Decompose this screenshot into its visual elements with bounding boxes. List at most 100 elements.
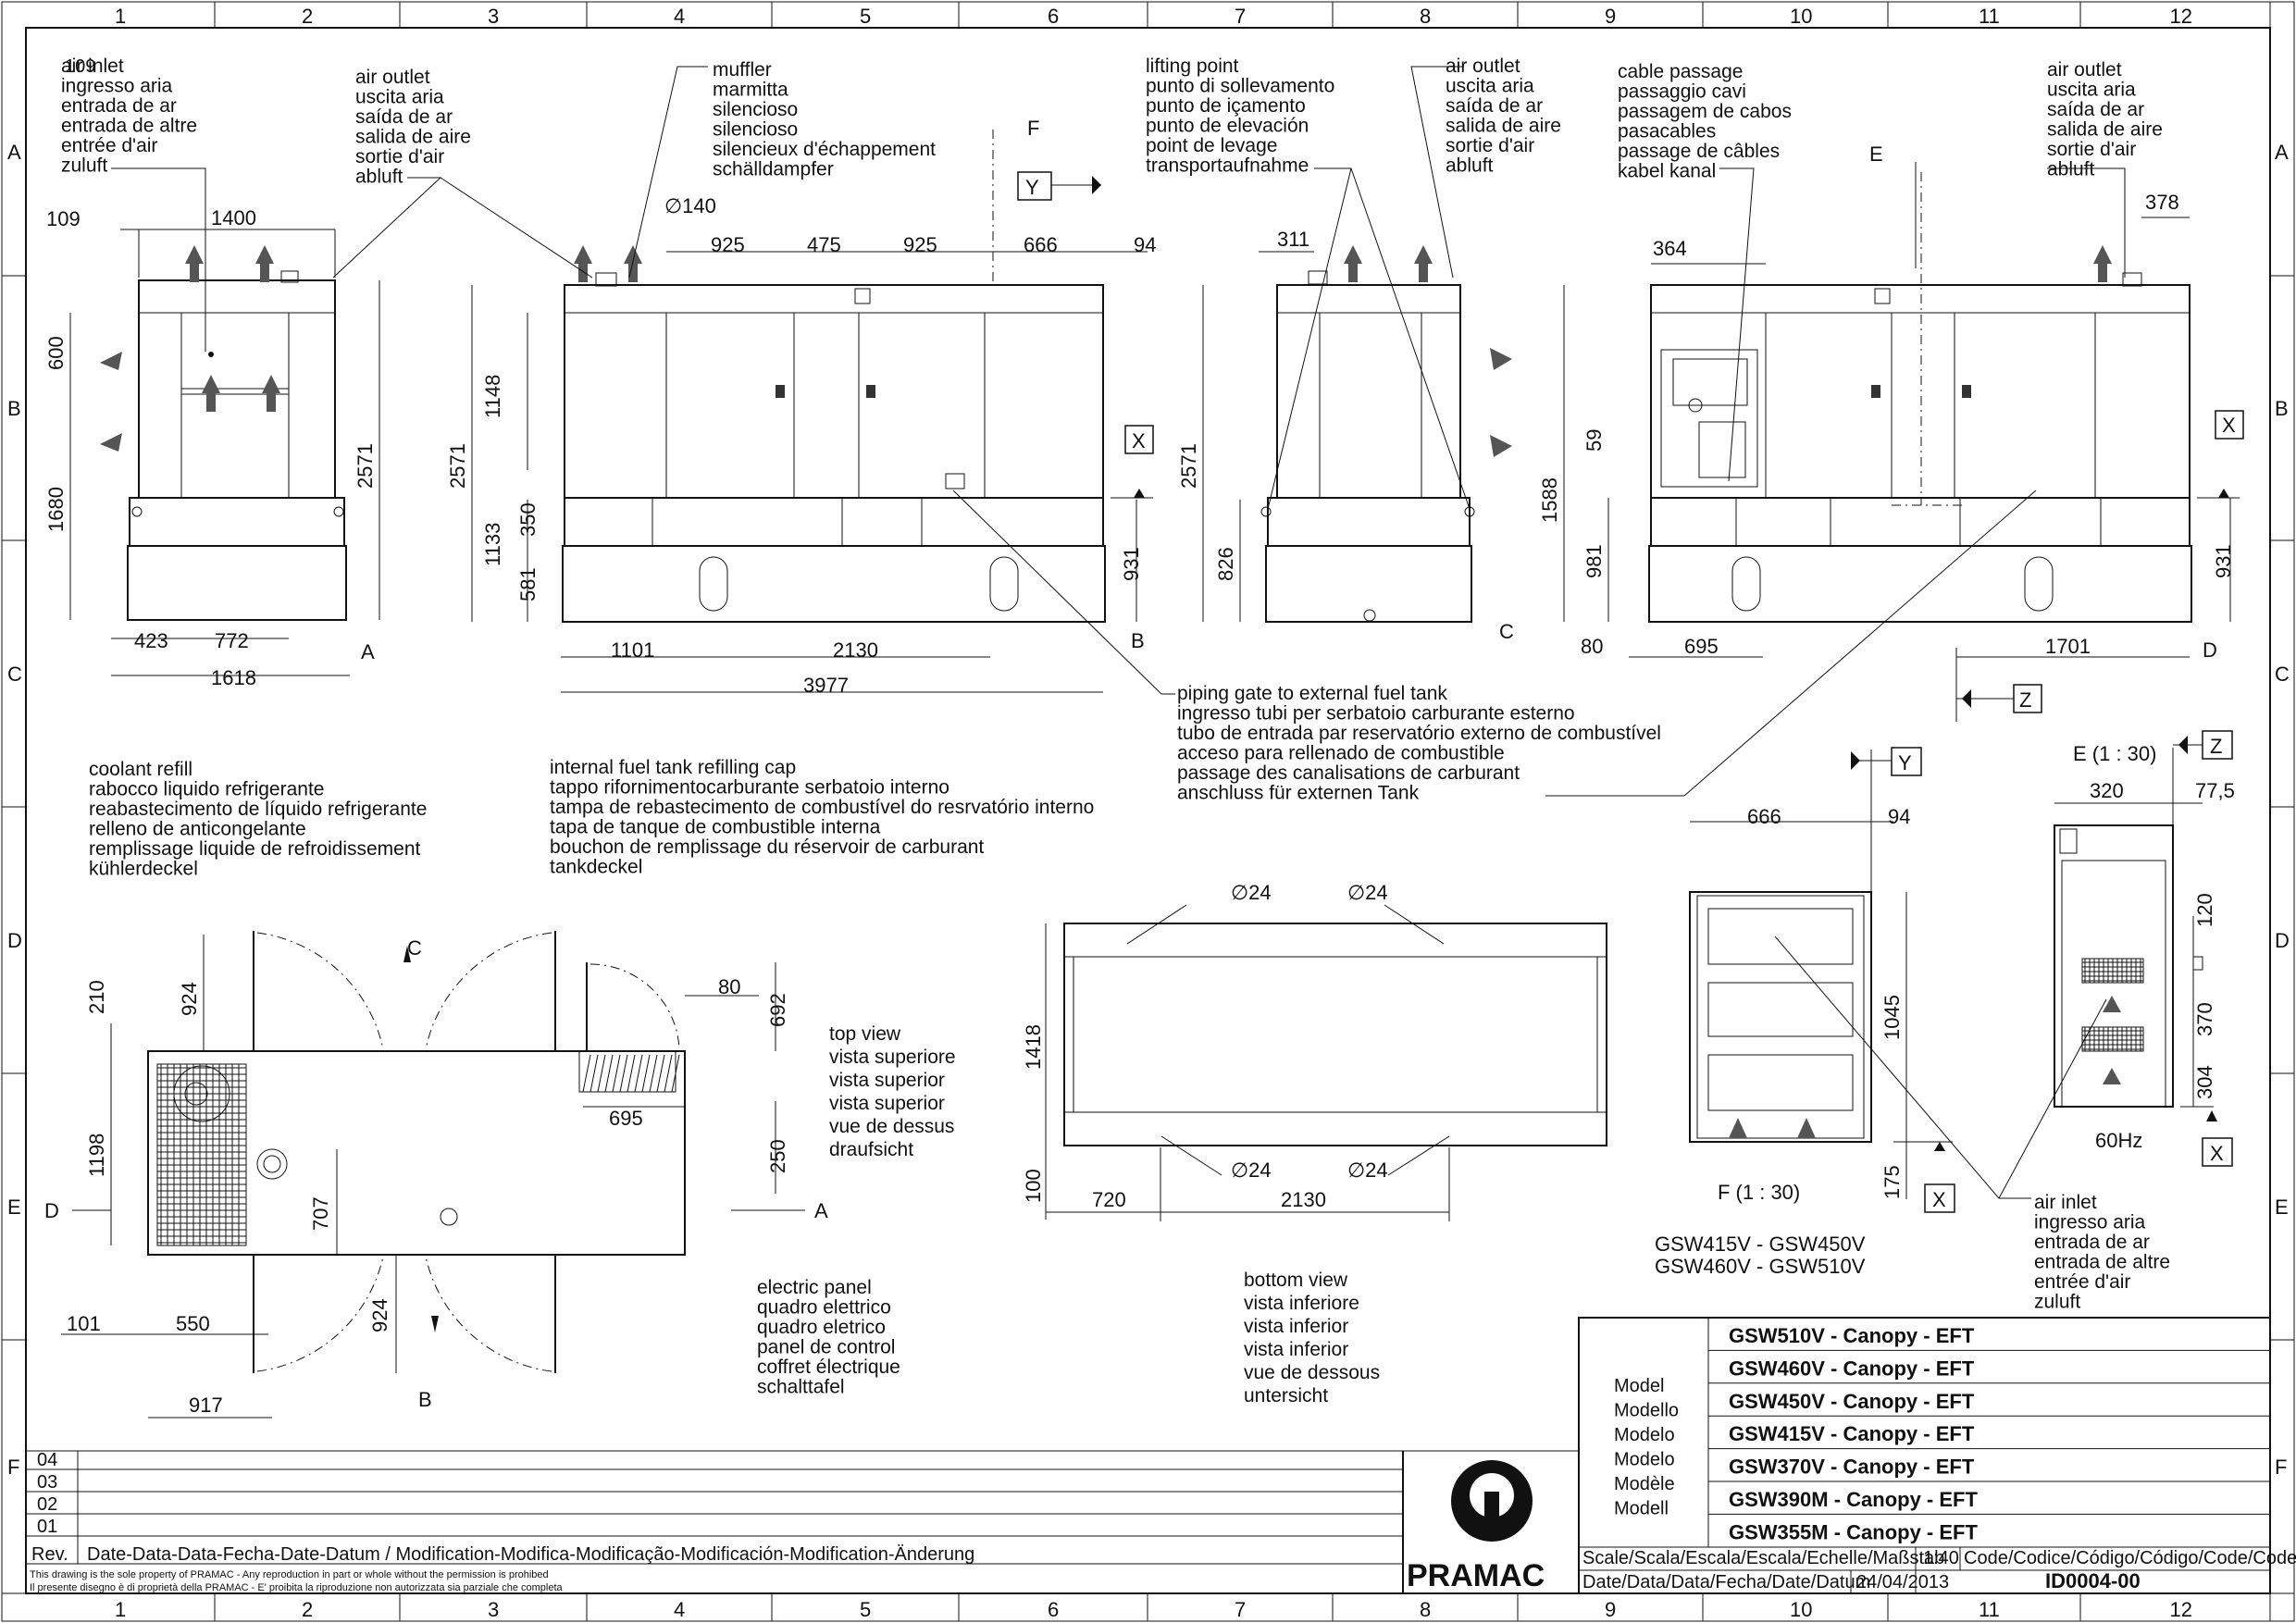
dim-320: 320 [2090,779,2124,802]
dim-826: 826 [1214,547,1237,581]
callout-leaders [111,66,2126,1199]
grid-col-label-bottom: 10 [1790,1598,1812,1621]
callout-muffler: mufflermarmittasilenciososilenciososilen… [713,59,936,180]
model-label: Modelo [1614,1425,1675,1445]
callout-line: lifting point [1146,56,1239,77]
callout-line: entrada de ar [2034,1232,2150,1253]
callout-line: punto de içamento [1146,95,1306,117]
side-view-c: C [1202,245,1514,643]
grid-row-label-left: D [7,929,22,952]
grid-col-label-top: 12 [2170,5,2192,28]
callout-line: air outlet [2047,59,2122,81]
dim-94-f: 94 [1888,805,1910,828]
disclaimer-en: This drawing is the sole property of PRA… [30,1569,549,1580]
model-row: GSW450V - Canopy - EFT [1729,1390,1975,1413]
callout-line: salida de aire [1446,116,1561,137]
section-marker-a-top: A [814,1199,828,1222]
callout-line: passage de câbles [1618,141,1780,162]
view-marker-x3: X [1932,1188,1946,1211]
dim-1045: 1045 [1880,995,1904,1040]
dim-692: 692 [766,993,789,1027]
section-marker-d: D [2203,638,2217,662]
grid-col-label-bottom: 1 [115,1598,126,1621]
model-row: GSW415V - Canopy - EFT [1729,1422,1975,1445]
grid-col-label-top: 10 [1790,5,1812,28]
callout-line: silencioso [713,99,798,120]
callout-line: passage des canalisations de carburant [1177,762,1520,784]
grid-col-label-top: 2 [302,5,313,28]
date-label: Date/Data/Data/Fecha/Date/Datum [1582,1572,1870,1592]
callout-line: schalttafel [757,1377,845,1398]
grid-col-label-top: 6 [1048,5,1059,28]
grid-row-label-right: B [2275,397,2289,420]
scale-label: Scale/Scala/Escala/Escala/Echelle/Maßsta… [1582,1548,1944,1568]
callout-line: tappo rifornimentocarburante serbatoio i… [550,777,949,799]
callout-line: acceso para rellenado de combustible [1177,743,1505,764]
section-marker-c-top: C [407,936,422,960]
callout-line: vista superiore [829,1047,956,1068]
grid-col-label-top: 11 [1979,5,2000,28]
dim-100: 100 [1022,1169,1045,1203]
callout-line: air outlet [355,67,430,88]
callout-line: silencieux d'échappement [713,139,936,160]
callout-line: ingresso aria [61,76,173,97]
model-row: GSW370V - Canopy - EFT [1729,1456,1975,1479]
view-marker-y2: Y [1898,751,1912,774]
grid-col-label-top: 9 [1605,5,1616,28]
dim-981: 981 [1582,544,1606,578]
dim-1701: 1701 [2045,635,2091,658]
dim-931: 931 [1120,547,1143,581]
grid-row-label-left: A [7,141,21,164]
side-view-a: A [69,229,380,676]
dim-924a: 924 [178,982,201,1016]
dim-475: 475 [807,233,841,256]
callout-line: sortie d'air [355,146,444,167]
callout-line: entrée d'air [61,135,157,156]
dim-707: 707 [309,1196,332,1231]
callout-line: top view [829,1023,901,1045]
callout-line: vue de dessous [1244,1362,1380,1383]
grid-col-label-bottom: 12 [2170,1598,2192,1621]
section-marker-c: C [1499,620,1514,643]
rev-header: Date-Data-Data-Fecha-Date-Datum / Modifi… [87,1544,974,1565]
callout-line: abluft [2047,159,2095,180]
callout-line: air inlet [61,56,124,77]
dim-24c: ∅24 [1231,1158,1272,1182]
dim-1618: 1618 [211,666,256,689]
dim-80-top: 80 [718,975,740,998]
dim-350: 350 [516,502,540,537]
grid-col-label-bottom: 9 [1605,1598,1616,1621]
grid-col-label-bottom: 8 [1420,1598,1431,1621]
dim-140: ∅140 [664,194,716,217]
callout-line: sortie d'air [1446,135,1534,156]
view-marker-y1: Y [1025,176,1039,199]
grid-row-label-left: C [7,663,22,686]
dim-1680: 1680 [44,487,68,532]
callout-line: silencioso [713,119,798,141]
rev-label: Rev. [31,1544,68,1565]
callout-line: passaggio cavi [1618,81,1746,103]
section-marker-d-top: D [44,1199,59,1222]
dim-378: 378 [2145,191,2179,214]
detail-view-e: Z X [2054,730,2233,1167]
callout-line: entrada de altre [61,116,197,137]
callout-line: entrada de altre [2034,1252,2170,1273]
callout-line: schälldampfer [713,159,834,180]
dim-2571: 2571 [354,443,377,489]
view-marker-x4: X [2210,1142,2224,1165]
callout-line: sortie d'air [2047,139,2136,160]
callout-line: quadro eletrico [757,1317,886,1338]
section-marker-f-top: F [1027,117,1039,140]
dim-1198: 1198 [85,1134,108,1177]
dim-2571-front: 2571 [446,443,469,489]
callout-line: remplissage liquide de refroidissement [89,838,421,860]
dim-364: 364 [1653,237,1687,260]
